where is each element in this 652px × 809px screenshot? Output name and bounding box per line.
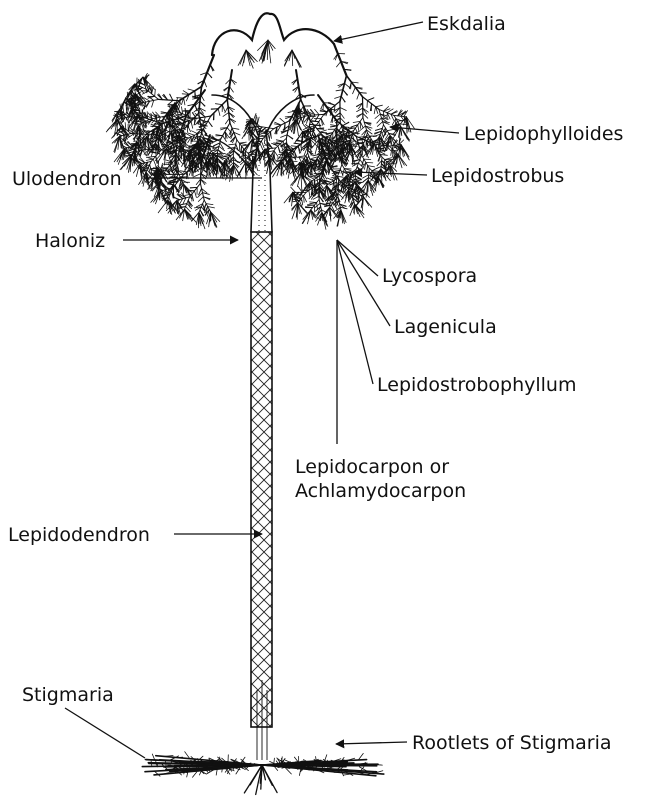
leader-rootlets [336,742,407,744]
label-lepidocarpon-line1: Lepidocarpon or [295,456,449,478]
label-rootlets: Rootlets of Stigmaria [412,732,612,754]
trunk [205,95,320,760]
leader-eskdalia [334,22,423,41]
label-lepidodendron: Lepidodendron [8,524,150,546]
label-lepidostrobophyllum: Lepidostrobophyllum [377,374,576,396]
label-haloniz: Haloniz [35,230,105,252]
label-lepidophylloides: Lepidophylloides [464,123,623,145]
label-stigmaria: Stigmaria [22,684,114,706]
crown-top-lobes [212,13,334,55]
tree-crown [106,13,414,229]
leader-lycospora [337,240,378,276]
label-ulodendron: Ulodendron [12,168,122,190]
labels: Eskdalia Lepidophylloides Lepidostrobus … [8,13,623,754]
leader-stigmaria [65,708,145,758]
label-lycospora: Lycospora [382,265,477,287]
label-lagenicula: Lagenicula [394,316,497,338]
stigmaria-roots [142,752,383,795]
trunk-bark [251,232,272,727]
label-lepidocarpon-line2: Achlamydocarpon [295,480,466,502]
label-lepidostrobus: Lepidostrobus [431,165,564,187]
leader-lepidostrobophyllum [337,240,373,384]
label-eskdalia: Eskdalia [427,13,506,35]
